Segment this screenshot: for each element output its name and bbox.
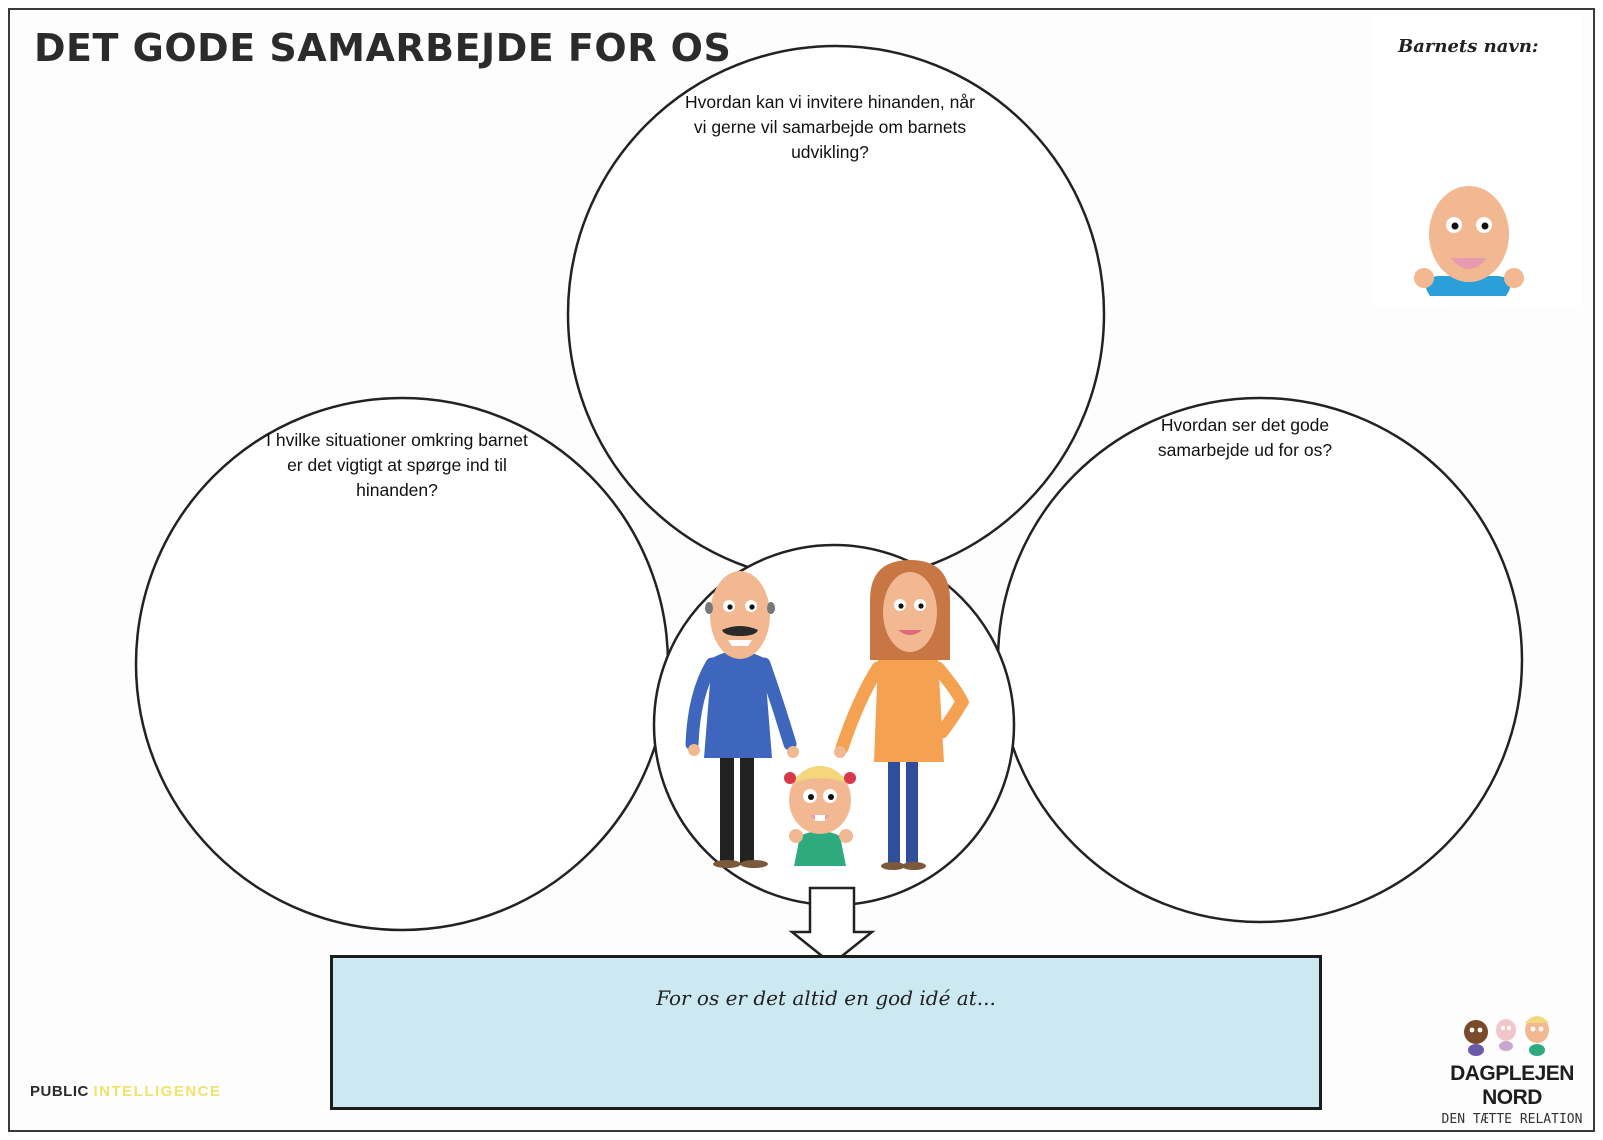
footer-credit-part1: PUBLIC — [30, 1083, 89, 1100]
father-figure-icon — [685, 571, 799, 868]
page-title: DET GODE SAMARBEJDE FOR OS — [34, 26, 732, 70]
top-circle-question: Hvordan kan vi invitere hinanden, når vi… — [685, 92, 975, 162]
baby-figure-icon — [784, 766, 856, 866]
footer-credit: PUBLIC INTELLIGENCE — [30, 1083, 222, 1100]
left-circle-question: I hvilke situationer omkring barnet er d… — [266, 430, 528, 500]
answer-box[interactable]: For os er det altid en god idé at... — [330, 955, 1322, 1110]
right-circle — [996, 396, 1524, 924]
mother-figure-icon — [834, 560, 970, 870]
answer-prompt: For os er det altid en god idé at... — [656, 986, 996, 1010]
brand-logo-icon — [1464, 1016, 1549, 1056]
brand-tagline: DEN TÆTTE RELATION — [1441, 1112, 1583, 1127]
right-circle-question: Hvordan ser det gode samarbejde ud for o… — [1157, 415, 1333, 460]
child-name-label: Barnets navn: — [1398, 36, 1539, 57]
child-avatar-icon — [1414, 186, 1524, 296]
brand-block: DAGPLEJEN NORD DEN TÆTTE RELATION — [1432, 1062, 1592, 1127]
footer-credit-part2: INTELLIGENCE — [93, 1083, 222, 1100]
arrow-down-icon — [788, 886, 876, 966]
brand-name: DAGPLEJEN NORD — [1450, 1062, 1574, 1109]
